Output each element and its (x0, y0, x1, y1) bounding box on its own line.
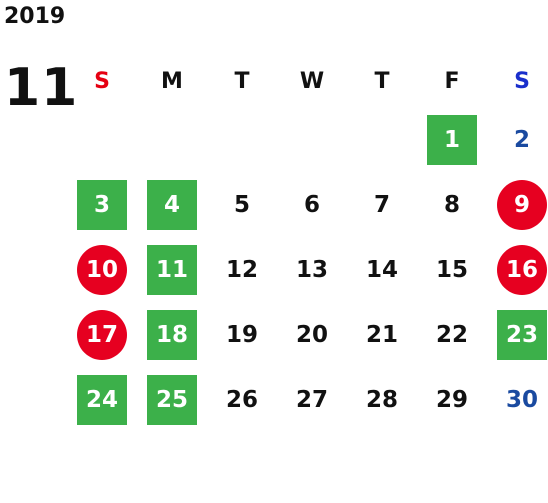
day-22: 22 (435, 321, 468, 348)
day-cell-fri: 8 (417, 172, 487, 237)
day-cell-mon (137, 107, 207, 172)
day-cell-tue: 19 (207, 302, 277, 367)
day-10: 10 (77, 244, 127, 295)
day-cell-sun: 17 (67, 302, 137, 367)
day-cell-thu (347, 107, 417, 172)
day-14: 14 (365, 256, 398, 283)
day-cell-tue: 5 (207, 172, 277, 237)
day-20: 20 (295, 321, 328, 348)
day-7: 7 (373, 191, 390, 218)
day-cell-wed: 6 (277, 172, 347, 237)
day-cell-fri: 1 (417, 107, 487, 172)
day-1: 1 (427, 114, 477, 165)
day-cell-sun: 10 (67, 237, 137, 302)
weekday-header-thu: T (374, 68, 390, 94)
day-cell-fri: 15 (417, 237, 487, 302)
month-label: 11 (4, 58, 79, 118)
day-27: 27 (295, 386, 328, 413)
day-cell-sat: 2 (487, 107, 548, 172)
day-11: 11 (147, 244, 197, 295)
weekday-header-mon: M (161, 68, 183, 94)
weekday-header-sun: S (94, 68, 110, 94)
day-cell-wed (277, 107, 347, 172)
day-13: 13 (295, 256, 328, 283)
weekday-header-wed: W (299, 68, 325, 94)
weekday-header-fri: F (444, 68, 460, 94)
day-cell-sat: 16 (487, 237, 548, 302)
day-cell-sat: 9 (487, 172, 548, 237)
day-cell-thu: 14 (347, 237, 417, 302)
day-cell-mon: 18 (137, 302, 207, 367)
day-cell-wed: 20 (277, 302, 347, 367)
day-cell-tue: 26 (207, 367, 277, 432)
day-cell-sun (67, 107, 137, 172)
weekday-header-tue: T (234, 68, 250, 94)
day-29: 29 (435, 386, 468, 413)
day-cell-sat: 30 (487, 367, 548, 432)
day-5: 5 (233, 191, 250, 218)
day-cell-wed: 27 (277, 367, 347, 432)
year-label: 2019 (4, 4, 66, 29)
day-cell-thu: 28 (347, 367, 417, 432)
day-16: 16 (497, 244, 547, 295)
day-21: 21 (365, 321, 398, 348)
day-28: 28 (365, 386, 398, 413)
day-4: 4 (147, 179, 197, 230)
day-15: 15 (435, 256, 468, 283)
day-3: 3 (77, 179, 127, 230)
day-cell-thu: 7 (347, 172, 417, 237)
day-cell-thu: 21 (347, 302, 417, 367)
day-26: 26 (225, 386, 258, 413)
day-6: 6 (303, 191, 320, 218)
day-12: 12 (225, 256, 258, 283)
day-cell-wed: 13 (277, 237, 347, 302)
day-cell-mon: 25 (137, 367, 207, 432)
day-cell-mon: 4 (137, 172, 207, 237)
day-17: 17 (77, 309, 127, 360)
day-19: 19 (225, 321, 258, 348)
day-cell-fri: 29 (417, 367, 487, 432)
day-cell-sat: 23 (487, 302, 548, 367)
day-cell-tue: 12 (207, 237, 277, 302)
day-25: 25 (147, 374, 197, 425)
day-cell-fri: 22 (417, 302, 487, 367)
day-30: 30 (505, 386, 538, 413)
day-9: 9 (497, 179, 547, 230)
day-18: 18 (147, 309, 197, 360)
day-cell-mon: 11 (137, 237, 207, 302)
day-8: 8 (443, 191, 460, 218)
weekday-header-sat: S (514, 68, 530, 94)
day-cell-sun: 24 (67, 367, 137, 432)
day-24: 24 (77, 374, 127, 425)
day-2: 2 (513, 126, 530, 153)
day-23: 23 (497, 309, 547, 360)
day-cell-tue (207, 107, 277, 172)
day-cell-sun: 3 (67, 172, 137, 237)
